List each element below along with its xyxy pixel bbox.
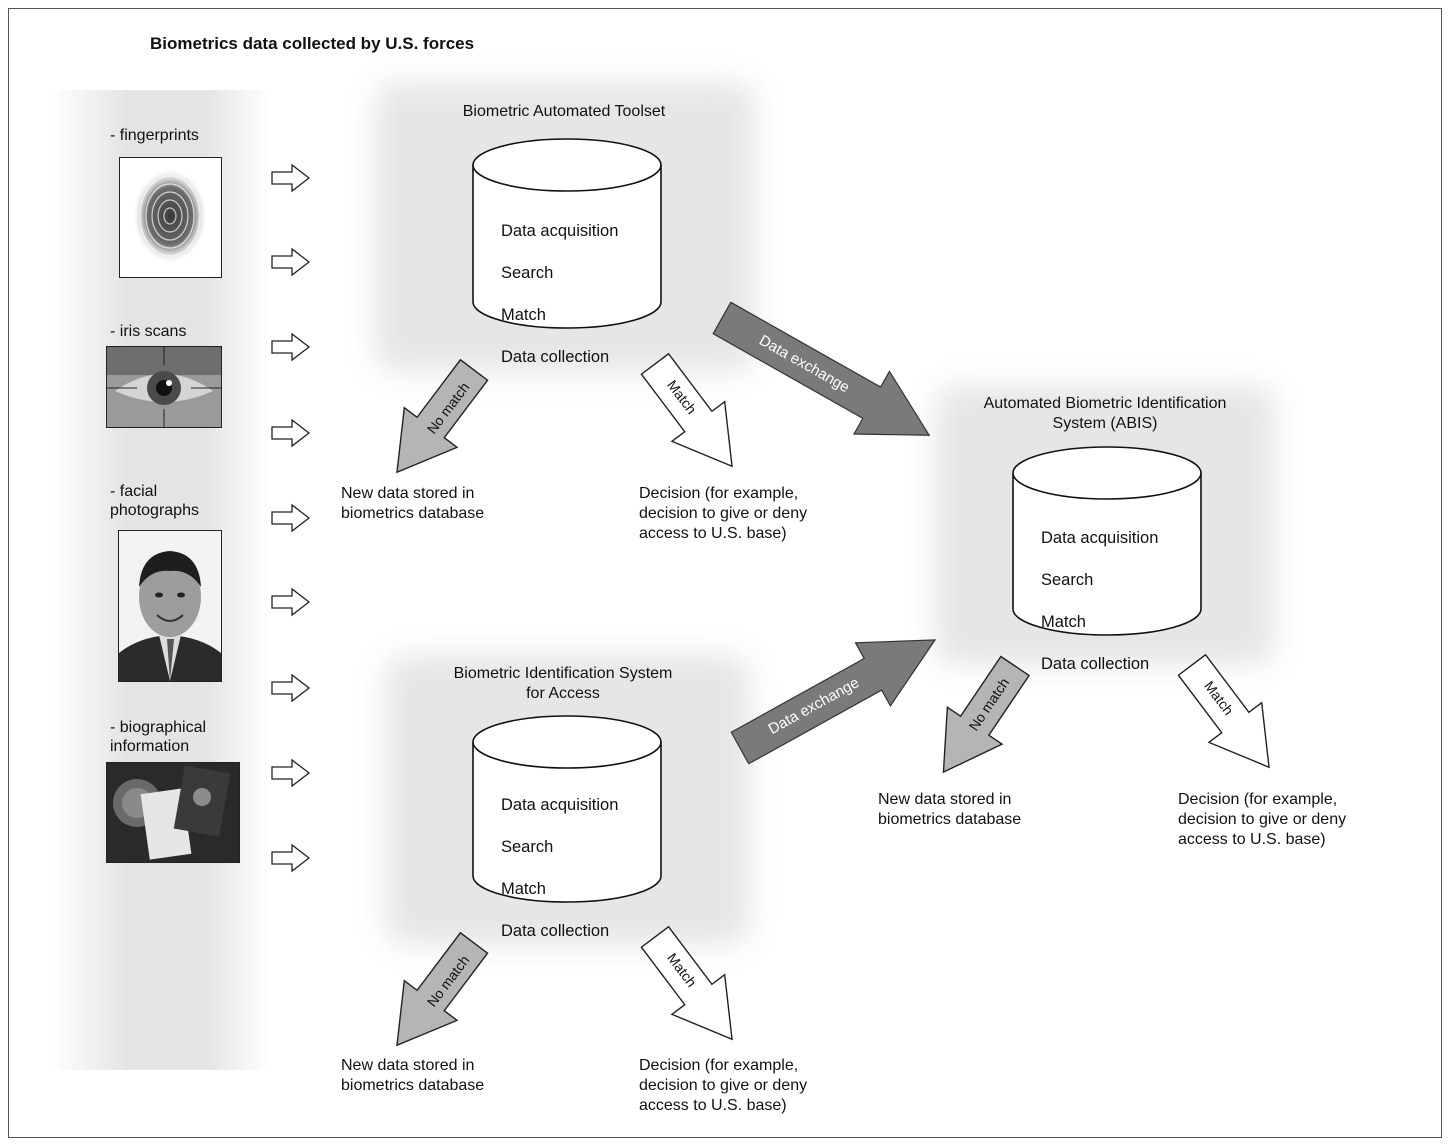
biographical-image (106, 762, 240, 863)
abis-title: Automated Biometric Identification Syste… (983, 395, 1227, 432)
abis-database-icon (1012, 446, 1202, 636)
bat-function-item: Data acquisition (501, 222, 619, 240)
input-arrow-icon (271, 247, 311, 277)
bat-function-list: Data acquisition Search Match Data colle… (501, 200, 618, 389)
input-arrow-icon (271, 673, 311, 703)
input-arrow-icon (271, 418, 311, 448)
bisa-no-match-arrow (396, 931, 489, 1047)
bisa-database-icon (472, 715, 662, 903)
facial-label: - facial photographs (110, 483, 199, 519)
input-arrow-icon (271, 758, 311, 788)
bisa-function-item: Data acquisition (501, 796, 619, 814)
abis-function-item: Search (1041, 571, 1094, 589)
abis-function-list: Data acquisition Search Match Data colle… (1041, 507, 1158, 696)
iris-image (106, 346, 222, 428)
abis-no-match-arrow (942, 655, 1031, 774)
bat-match-outcome: Decision (for example, decision to give … (639, 485, 808, 542)
input-arrow-icon (271, 587, 311, 617)
bisa-function-item: Data collection (501, 922, 610, 940)
abis-match-outcome: Decision (for example, decision to give … (1178, 791, 1347, 848)
bisa-title: Biometric Identification System for Acce… (453, 665, 673, 702)
bat-title: Biometric Automated Toolset (462, 103, 666, 120)
abis-function-item: Data collection (1041, 655, 1150, 673)
bat-function-item: Search (501, 264, 554, 282)
bisa-function-item: Search (501, 838, 554, 856)
bat-database-icon (472, 138, 662, 329)
upper-data-exchange-arrow (712, 301, 931, 436)
figure-title: Biometrics data collected by U.S. forces (150, 34, 475, 53)
facial-image (118, 530, 222, 682)
abis-function-item: Match (1041, 613, 1086, 631)
bisa-function-item: Match (501, 880, 546, 898)
abis-no-match-outcome: New data stored in biometrics database (878, 791, 1022, 828)
input-arrows (271, 163, 311, 873)
input-arrow-icon (271, 163, 311, 193)
bat-function-item: Data collection (501, 348, 610, 366)
bat-match-arrow (640, 352, 733, 468)
input-arrow-icon (271, 503, 311, 533)
abis-match-arrow (1177, 653, 1270, 769)
fingerprint-image (119, 157, 222, 278)
fingerprints-label: - fingerprints (110, 127, 199, 144)
bisa-no-match-outcome: New data stored in biometrics database (341, 1057, 485, 1094)
bisa-function-list: Data acquisition Search Match Data colle… (501, 774, 618, 963)
iris-label: - iris scans (110, 323, 187, 340)
bat-function-item: Match (501, 306, 546, 324)
input-arrow-icon (271, 332, 311, 362)
abis-function-item: Data acquisition (1041, 529, 1159, 547)
input-arrow-icon (271, 843, 311, 873)
bat-no-match-outcome: New data stored in biometrics database (341, 485, 485, 522)
bisa-match-outcome: Decision (for example, decision to give … (639, 1057, 808, 1114)
lower-data-exchange-arrow (730, 639, 937, 765)
biographical-label: - biographical information (110, 719, 207, 755)
bat-no-match-arrow (396, 358, 489, 474)
figure-frame (8, 8, 1442, 1138)
bisa-match-arrow (640, 925, 733, 1041)
